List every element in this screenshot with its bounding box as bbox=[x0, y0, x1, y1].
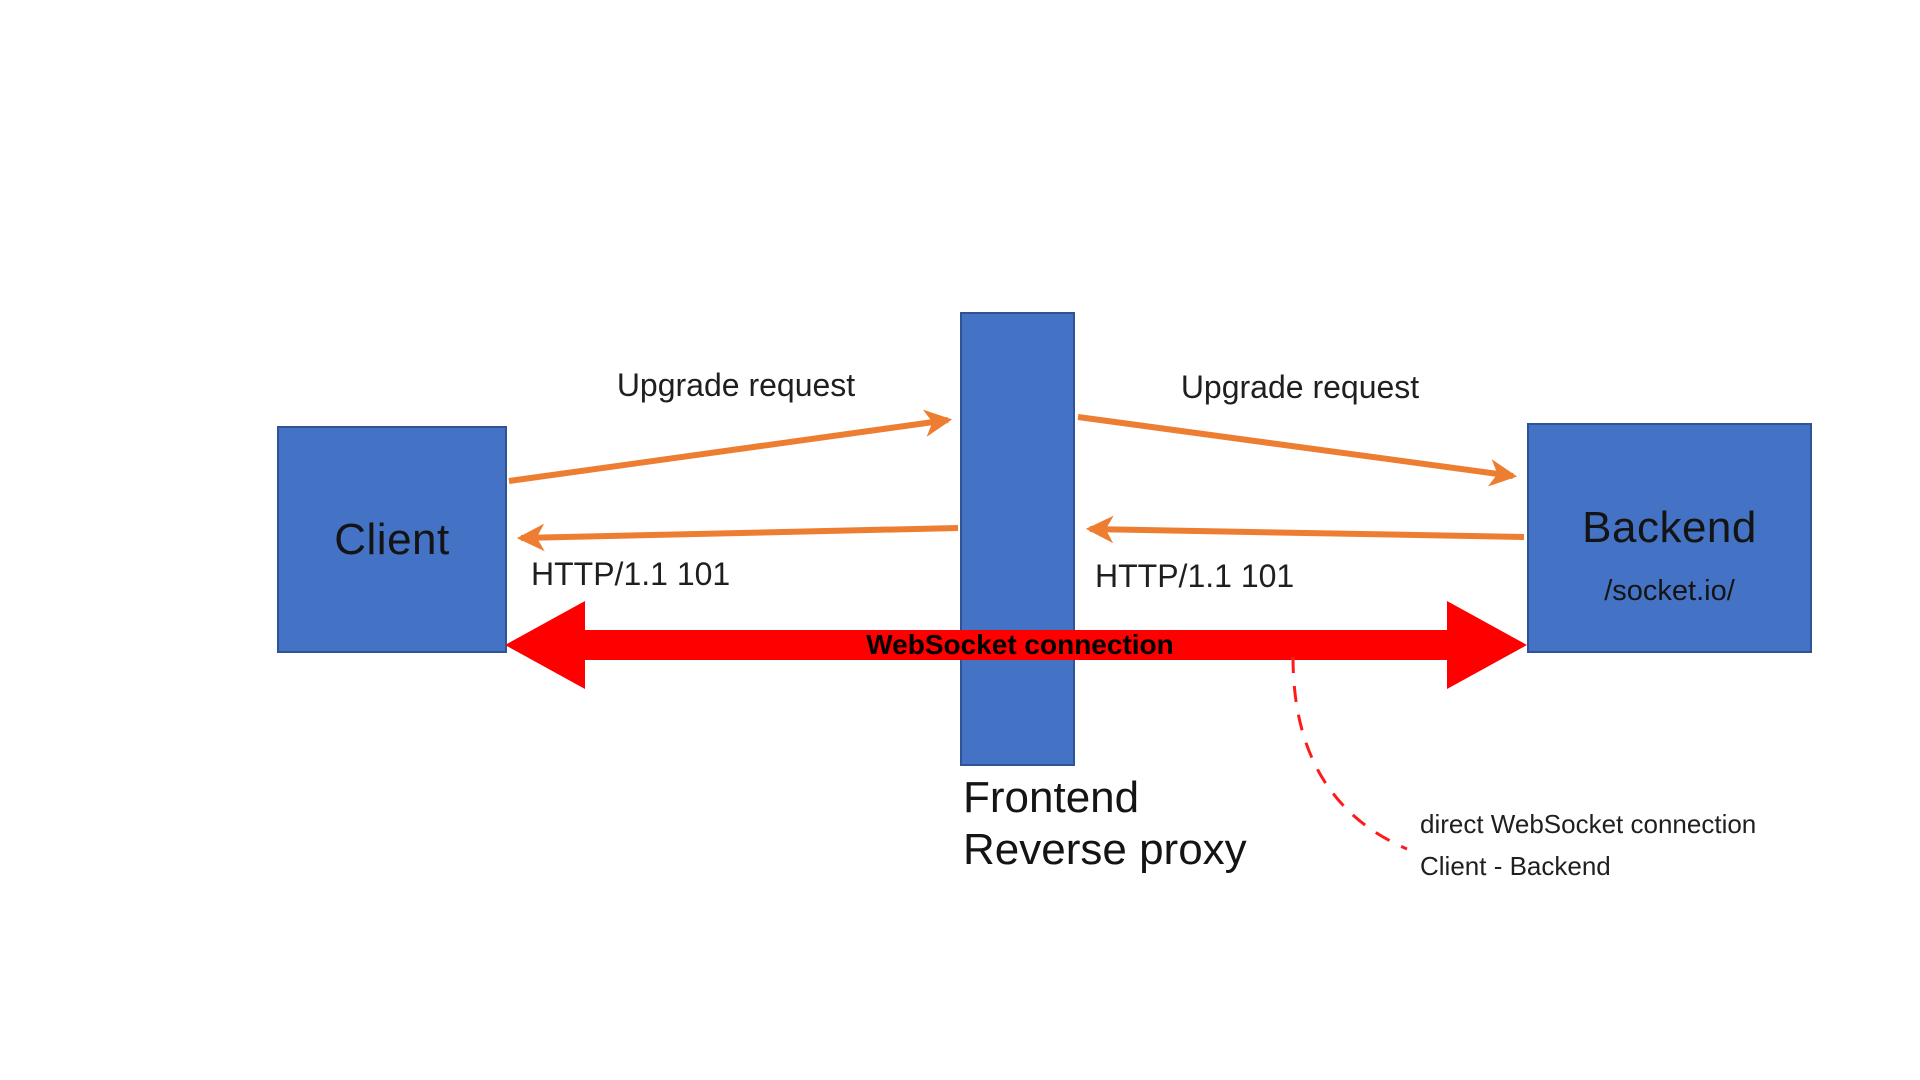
upgrade-request-arrow-proxy-to-backend bbox=[1077, 414, 1518, 487]
upgrade-request-arrow-client-to-proxy bbox=[508, 409, 953, 484]
direct-connection-annotation: direct WebSocket connection Client - Bac… bbox=[1420, 803, 1756, 887]
reverse-proxy-caption-line2: Reverse proxy bbox=[963, 825, 1247, 874]
reverse-proxy-caption-line1: Frontend bbox=[963, 773, 1140, 822]
backend-node: Backend /socket.io/ bbox=[1527, 423, 1812, 653]
reverse-proxy-caption: Frontend Reverse proxy bbox=[963, 772, 1247, 876]
upgrade-request-label-right: Upgrade request bbox=[1180, 369, 1420, 405]
websocket-connection-label: WebSocket connection bbox=[866, 629, 1174, 660]
http101-arrow-backend-to-proxy bbox=[1085, 515, 1525, 544]
client-node: Client bbox=[277, 426, 507, 653]
backend-node-label: Backend bbox=[1582, 503, 1757, 552]
http101-label-left: HTTP/1.1 101 bbox=[531, 556, 731, 592]
annotation-line1: direct WebSocket connection bbox=[1420, 809, 1757, 839]
http101-arrow-proxy-to-client bbox=[516, 523, 959, 552]
client-node-label: Client bbox=[334, 514, 450, 564]
annotation-line2: Client - Backend bbox=[1420, 851, 1611, 881]
reverse-proxy-node bbox=[960, 312, 1075, 766]
http101-label-right: HTTP/1.1 101 bbox=[1095, 558, 1295, 594]
upgrade-request-label-left: Upgrade request bbox=[616, 367, 856, 403]
backend-socket-path-label: /socket.io/ bbox=[1604, 575, 1735, 607]
annotation-callout-curve bbox=[1291, 656, 1408, 851]
